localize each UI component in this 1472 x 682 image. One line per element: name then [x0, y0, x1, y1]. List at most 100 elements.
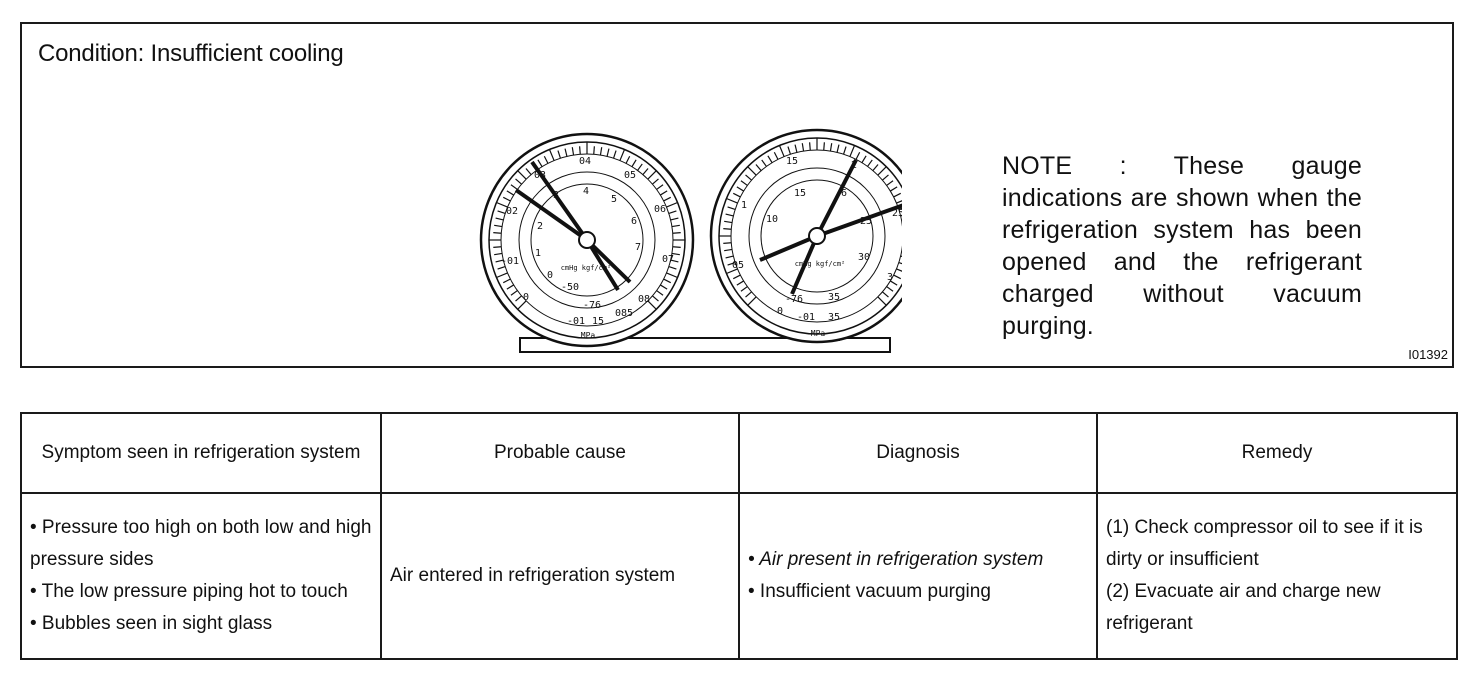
dial-tick — [494, 252, 503, 256]
dial-tick — [493, 232, 502, 234]
dial-tick — [900, 255, 902, 258]
high-unit: MPa — [811, 329, 826, 338]
high-outer-tick: 1 — [741, 200, 747, 211]
low-inner-tick: 1 — [535, 248, 541, 259]
dial-tick — [637, 163, 643, 171]
dial-tick — [515, 295, 522, 302]
high-inner-tick: 25 — [860, 216, 872, 227]
dial-tick — [745, 291, 752, 298]
high-inner-tick: 6 — [841, 188, 847, 199]
diagnosis-item: • Insufficient vacuum purging — [748, 581, 991, 602]
note-text: These gauge indications are shown when t… — [1002, 152, 1363, 340]
dial-tick — [736, 186, 744, 192]
dial-tick — [726, 197, 738, 204]
high-needle-b-tail — [759, 234, 818, 262]
header-cause: Probable cause — [380, 412, 740, 494]
dial-tick — [732, 192, 741, 198]
low-unit-inner: cmHg kgf/cm² — [561, 264, 612, 272]
dial-tick — [886, 180, 894, 186]
dial-tick — [493, 246, 502, 248]
high-pressure-gauge: 15 2 25 3 1 05 15 6 10 25 30 -76 35 cmHg… — [709, 128, 902, 344]
symptom-item: • Bubbles seen in sight glass — [30, 613, 273, 634]
dial-tick — [773, 151, 779, 160]
low-needle-a-tail — [585, 238, 632, 284]
dial-tick — [652, 295, 659, 302]
low-outer-tick: 06 — [654, 204, 666, 215]
high-inner-tick: 10 — [766, 214, 778, 225]
dial-tick — [745, 174, 752, 181]
high-inner-tick: 35 — [828, 292, 840, 303]
dial-tick — [877, 166, 887, 176]
gauge-illustration: 02 03 04 05 06 07 08 -01 0 2 3 4 5 6 7 1… — [479, 128, 902, 353]
dial-tick — [652, 178, 659, 185]
high-unit-inner: cmHg kgf/cm² — [795, 260, 846, 268]
dial-tick — [663, 196, 672, 202]
high-needle-a-tail — [790, 235, 819, 295]
dial-tick — [606, 148, 610, 157]
low-outer-tick: -01 — [501, 256, 519, 267]
high-outer-tick: 15 — [786, 156, 798, 167]
dial-tick — [668, 266, 677, 270]
dial-tick — [767, 155, 773, 163]
dial-tick — [496, 272, 508, 279]
symptom-item: • The low pressure piping hot to touch — [30, 581, 348, 602]
high-inner-tick: 30 — [858, 252, 870, 263]
symptom-cell: • Pressure too high on both low and high… — [20, 492, 382, 660]
high-needle-b — [816, 203, 902, 238]
dial-tick — [836, 144, 840, 153]
dial-tick — [666, 201, 678, 208]
header-remedy: Remedy — [1096, 412, 1458, 494]
dial-tick — [647, 300, 657, 310]
high-bottom-scale: 35 — [828, 312, 840, 323]
dial-tick — [778, 145, 785, 157]
low-bottom-scale: 15 — [592, 316, 604, 327]
low-inner-tick: 6 — [631, 216, 637, 227]
low-inner-tick: 2 — [537, 221, 543, 232]
low-bottom-scale: 085 — [615, 308, 633, 319]
high-inner-tick: -76 — [785, 294, 803, 305]
dial-tick — [882, 174, 889, 181]
dial-tick — [571, 147, 575, 156]
table-row: • Pressure too high on both low and high… — [20, 492, 1458, 660]
condition-title: Condition: Insufficient cooling — [38, 40, 344, 67]
dial-tick — [896, 200, 902, 204]
dial-tick — [502, 196, 511, 202]
low-inner-tick: 4 — [583, 186, 589, 197]
dial-tick — [564, 148, 568, 157]
dial-tick — [794, 144, 798, 153]
dial-tick — [898, 262, 902, 265]
dial-tick — [506, 284, 514, 290]
dial-tick — [599, 147, 603, 156]
dial-tick — [890, 280, 898, 286]
low-inner-tick: 0 — [547, 270, 553, 281]
dial-tick — [613, 150, 617, 159]
dial-tick — [755, 164, 762, 171]
dial-tick — [515, 178, 522, 185]
remedy-item: (2) Evacuate air and charge new refriger… — [1106, 581, 1381, 634]
dial-tick — [896, 268, 902, 272]
dial-tick — [740, 286, 748, 292]
low-inner-tick: -76 — [583, 300, 601, 311]
low-needle-b — [514, 188, 589, 242]
dial-tick — [890, 186, 898, 192]
dial-tick — [543, 155, 549, 164]
low-outer-tick: 02 — [506, 206, 518, 217]
dial-tick — [647, 170, 657, 180]
dial-tick — [724, 248, 733, 252]
header-diagnosis: Diagnosis — [738, 412, 1098, 494]
dial-tick — [497, 266, 506, 270]
dial-tick — [631, 159, 637, 167]
high-bottom-scale: -01 — [797, 312, 815, 323]
low-outer-tick: 08 — [638, 294, 650, 305]
dial-tick — [593, 146, 595, 155]
dial-tick — [747, 296, 757, 306]
high-bottom-scale: 0 — [777, 306, 783, 317]
dial-tick — [668, 210, 677, 214]
low-outer-tick: 0 — [523, 292, 529, 303]
gauge-note: NOTE : These gauge indications are shown… — [1002, 150, 1362, 342]
dial-tick — [502, 278, 511, 284]
dial-tick — [723, 242, 732, 244]
dial-tick — [666, 272, 678, 279]
dial-tick — [557, 150, 561, 159]
high-outer-tick: 05 — [732, 260, 744, 271]
